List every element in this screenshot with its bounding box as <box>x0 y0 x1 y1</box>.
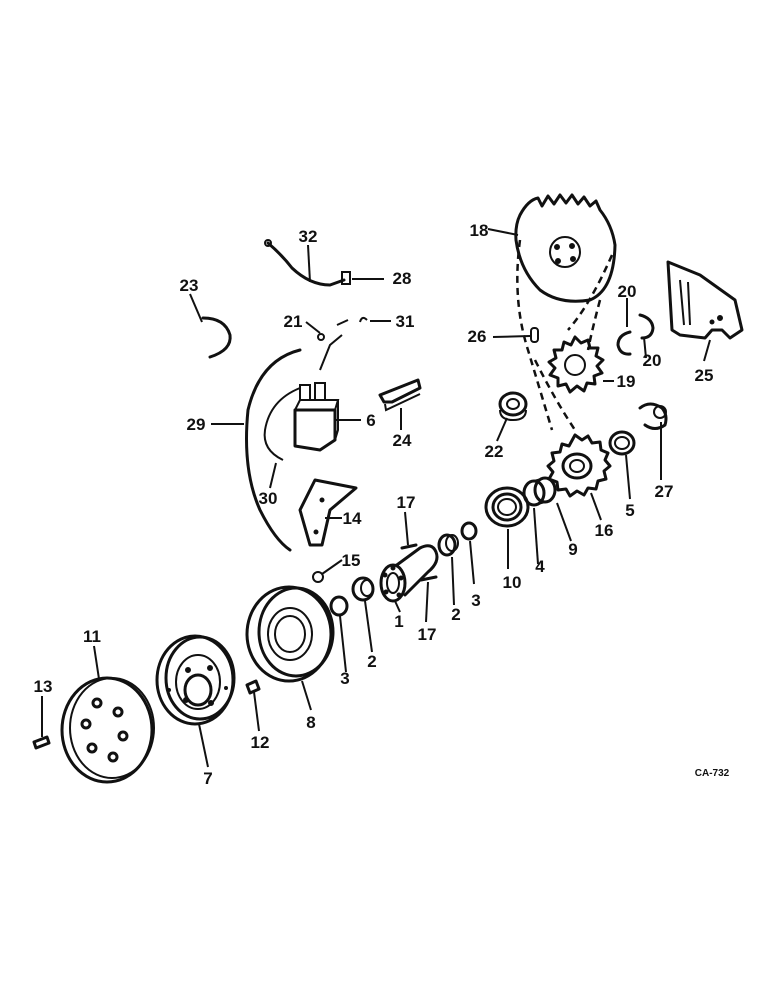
callout-18: 18 <box>470 221 489 240</box>
bearing-part <box>484 486 530 528</box>
cover-plate-part <box>60 676 155 784</box>
callout-11: 11 <box>83 627 101 646</box>
callout-27: 27 <box>655 482 674 501</box>
small-sprocket-part <box>547 335 605 394</box>
switch-bracket-part <box>298 478 358 547</box>
callout-30: 30 <box>259 489 278 508</box>
callout-4: 4 <box>535 557 545 576</box>
pulley-part <box>245 585 335 683</box>
connector-link-part <box>530 327 539 343</box>
sensor-wire <box>264 239 351 287</box>
large-sprocket-part <box>514 193 617 303</box>
retaining-clip-part <box>201 316 232 359</box>
bolt-part <box>245 679 261 695</box>
callout-3-lower: 3 <box>340 669 349 688</box>
spacer-part <box>522 476 557 507</box>
callout-7: 7 <box>203 769 212 788</box>
callout-22: 22 <box>485 442 504 461</box>
leader-lines <box>41 228 711 768</box>
callout-20-lower: 20 <box>643 351 662 370</box>
callout-26: 26 <box>468 327 487 346</box>
screw-part <box>312 571 324 583</box>
bushing-part <box>437 533 459 557</box>
washer-part <box>608 430 636 456</box>
drive-chain <box>516 239 614 431</box>
callout-9: 9 <box>568 540 577 559</box>
callout-6: 6 <box>366 411 375 430</box>
callout-16: 16 <box>595 521 614 540</box>
switch-part <box>293 382 340 452</box>
ring-part <box>460 521 478 541</box>
mounting-bracket-part <box>666 260 744 340</box>
callout-17-upper: 17 <box>397 493 416 512</box>
shaft-part <box>379 544 439 603</box>
bushing-part-lower <box>351 576 375 602</box>
callout-8: 8 <box>306 713 315 732</box>
callout-24: 24 <box>393 431 412 450</box>
clamp-part <box>638 402 668 430</box>
callout-5: 5 <box>625 501 634 520</box>
drive-sprocket-part <box>546 433 612 498</box>
cover-channel-part <box>378 378 422 412</box>
callout-23: 23 <box>180 276 199 295</box>
callout-1: 1 <box>394 612 403 631</box>
callout-15: 15 <box>342 551 361 570</box>
callout-14: 14 <box>343 509 362 528</box>
key-part <box>400 543 438 582</box>
callout-20-upper: 20 <box>618 282 637 301</box>
callout-12: 12 <box>251 733 270 752</box>
pin-part <box>32 735 51 750</box>
terminal-part <box>317 316 368 341</box>
callout-13: 13 <box>34 677 53 696</box>
callout-31: 31 <box>396 312 415 331</box>
callout-17-lower: 17 <box>418 625 437 644</box>
callout-19: 19 <box>617 372 636 391</box>
callout-28: 28 <box>393 269 412 288</box>
callout-10: 10 <box>503 573 522 592</box>
hub-part <box>498 391 528 422</box>
callout-2-upper: 2 <box>451 605 460 624</box>
callout-29: 29 <box>187 415 206 434</box>
sheave-part <box>155 634 236 726</box>
callout-21: 21 <box>284 312 303 331</box>
ring-part-lower <box>329 595 349 617</box>
wire-harness <box>245 334 343 552</box>
callout-3-upper: 3 <box>471 591 480 610</box>
snap-ring-part <box>616 313 655 356</box>
callout-25: 25 <box>695 366 714 385</box>
callout-2-lower: 2 <box>367 652 376 671</box>
callout-labels: 1 2 2 3 3 4 5 6 7 8 9 10 11 12 13 14 15 … <box>34 221 730 788</box>
callout-32: 32 <box>299 227 318 246</box>
figure-code: CA-732 <box>695 768 730 779</box>
